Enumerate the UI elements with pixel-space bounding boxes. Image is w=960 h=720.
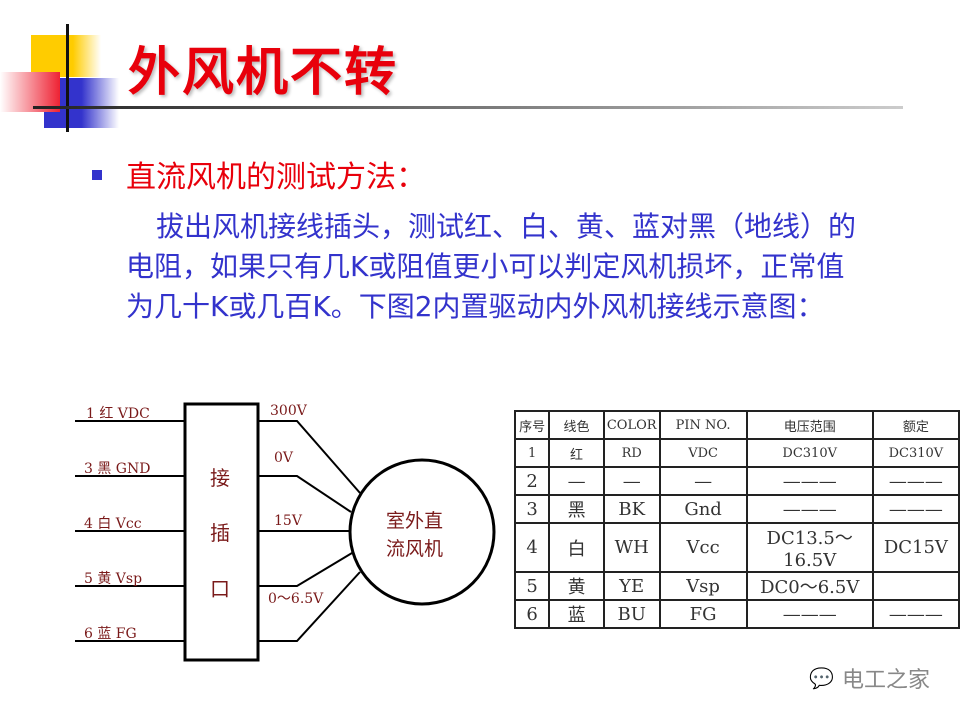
bullet-icon — [92, 170, 102, 180]
table-cell: 红 — [548, 438, 605, 468]
table-cell: ——— — [745, 494, 874, 524]
watermark-text: 电工之家 — [841, 668, 930, 693]
table-cell: 5 — [513, 571, 551, 601]
pin-label: 4 白 Vcc — [84, 516, 142, 532]
table-cell: VDC — [658, 438, 748, 468]
motor-circle — [348, 458, 496, 606]
table-cell: ——— — [871, 494, 960, 524]
table-cell: DC13.5～16.5V — [745, 522, 874, 573]
table-cell: YE — [602, 571, 661, 601]
table-cell: 1 — [513, 438, 551, 468]
slide-title: 外风机不转 — [128, 43, 399, 103]
table-cell: RD — [602, 438, 661, 468]
header-cell: 额定 — [871, 410, 960, 440]
voltage-label: 15V — [274, 513, 302, 529]
pin-label: 1 红 VDC — [86, 406, 150, 422]
table-cell: Vcc — [658, 522, 748, 573]
pin-label: 3 黑 GND — [84, 461, 151, 477]
voltage-label: 0～6.5V — [268, 591, 324, 607]
header-cell: COLOR — [602, 410, 661, 440]
wechat-icon: 💬 — [809, 666, 834, 690]
table-cell: ——— — [745, 466, 874, 496]
table-cell: ——— — [745, 599, 874, 629]
table-cell: BU — [602, 599, 661, 629]
table-cell: 黄 — [548, 571, 605, 601]
table-cell: DC15V — [871, 522, 960, 573]
table-cell: FG — [658, 599, 748, 629]
motor-label: 流风机 — [386, 538, 444, 560]
table-header-row: 序号 线色 COLOR PIN NO. 电压范围 额定 — [513, 410, 960, 440]
table-cell: 4 — [513, 522, 551, 573]
table-cell: — — [548, 466, 605, 496]
table-cell: DC310V — [745, 438, 874, 468]
table-cell: Gnd — [658, 494, 748, 524]
motor-label: 室外直 — [386, 510, 444, 532]
header-cell: PIN NO. — [658, 410, 748, 440]
table-row: 2————————— — [513, 466, 960, 496]
table-cell: 2 — [513, 466, 551, 496]
section-heading: 直流风机的测试方法： — [126, 160, 426, 195]
pin-label: 6 蓝 FG — [84, 626, 137, 642]
wiring-diagram — [75, 402, 496, 662]
table-cell: DC310V — [871, 438, 960, 468]
table-cell: ——— — [871, 599, 960, 629]
table-cell: 黑 — [548, 494, 605, 524]
connector-label: 插 — [210, 521, 230, 545]
title-decoration — [0, 24, 903, 132]
table-cell: Vsp — [658, 571, 748, 601]
table-cell: — — [658, 466, 748, 496]
connector-label: 口 — [210, 577, 230, 601]
table-cell: WH — [602, 522, 661, 573]
table-cell: — — [602, 466, 661, 496]
table-cell — [871, 571, 960, 601]
table-cell: 3 — [513, 494, 551, 524]
pin-label: 5 黄 Vsp — [84, 571, 143, 587]
header-cell: 序号 — [513, 410, 551, 440]
header-cell: 电压范围 — [745, 410, 874, 440]
table-cell: 蓝 — [548, 599, 605, 629]
body-paragraph: 拔出风机接线插头，测试红、白、黄、蓝对黑（地线）的电阻，如果只有几K或阻值更小可… — [126, 210, 857, 323]
header-cell: 线色 — [548, 410, 605, 440]
table-cell: ——— — [871, 466, 960, 496]
table-cell: BK — [602, 494, 661, 524]
table-cell: 6 — [513, 599, 551, 629]
table-cell: 白 — [548, 522, 605, 573]
voltage-label: 0V — [274, 450, 294, 466]
connector-label: 接 — [210, 466, 230, 490]
watermark: 💬 电工之家 — [809, 662, 930, 694]
table-cell: DC0～6.5V — [745, 571, 874, 601]
voltage-label: 300V — [270, 403, 307, 419]
